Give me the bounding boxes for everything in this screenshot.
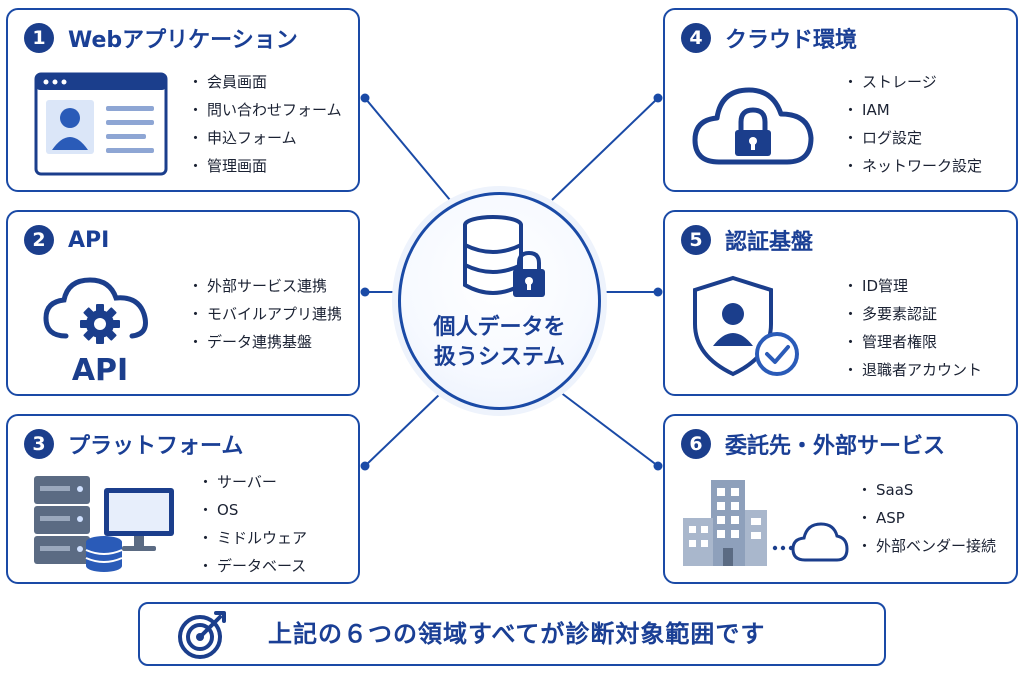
connector-6 [559,391,659,467]
list-item: ストレージ [843,68,982,96]
server-monitor-database-icon [34,476,174,572]
card-cloud-environment: 4 クラウド環境 ストレージ IAM ログ設定 ネットワーク設定 [663,8,1018,192]
card-title: クラウド環境 [725,28,858,53]
number-badge: 6 [681,429,711,459]
connector-dot-2 [360,287,370,297]
number-badge: 4 [681,23,711,53]
connector-dot-3 [360,461,370,471]
list-item: ID管理 [843,272,982,300]
center-label-line: 個人データを [433,315,566,340]
connector-dot-4 [653,93,663,103]
card-header: 1 Webアプリケーション [24,22,298,54]
card-external-services: 6 委託先・外部サービス SaaS ASP 外部ベンダー接続 [663,414,1018,584]
card-title: 認証基盤 [725,230,814,255]
connector-3 [364,391,443,467]
summary-banner: 上記の６つの領域すべてが診断対象範囲です [138,602,886,666]
card-title: API [68,227,110,253]
shield-user-check-icon [693,275,799,377]
list-item: ネットワーク設定 [843,152,982,180]
card-title: 委託先・外部サービス [725,434,946,459]
card-title: Webアプリケーション [68,28,298,53]
card-platform: 3 プラットフォーム サーバー OS ミドルウェア データベース [6,414,360,584]
cloud-gear-api-icon: API [43,277,148,384]
list-item: 管理者権限 [843,328,982,356]
card-header: 2 API [24,224,109,256]
connector-dot-1 [360,93,370,103]
list-item: 問い合わせフォーム [188,96,342,124]
connector-1 [364,97,451,201]
number-badge: 5 [681,225,711,255]
number-badge: 2 [24,225,54,255]
center-label-line: 扱うシステム [433,345,566,370]
building-cloud-icon [683,480,849,566]
list-item: ASP [857,504,996,532]
card-header: 6 委託先・外部サービス [681,428,945,460]
list-item: ミドルウェア [198,524,307,552]
card-items: 会員画面 問い合わせフォーム 申込フォーム 管理画面 [188,68,342,180]
card-authentication: 5 認証基盤 ID管理 多要素認証 管理者権限 退職者アカウント [663,210,1018,396]
card-items: ストレージ IAM ログ設定 ネットワーク設定 [843,68,982,180]
connector-dot-6 [653,461,663,471]
list-item: 外部サービス連携 [188,272,342,300]
list-item: 外部ベンダー接続 [857,532,996,560]
connector-4 [551,97,659,201]
target-arrow-icon [178,611,226,659]
list-item: OS [198,496,307,524]
card-header: 3 プラットフォーム [24,428,243,460]
card-web-application: 1 Webアプリケーション 会員画面 問い合わせフォーム 申込フォーム 管理画面 [6,8,360,192]
number-badge: 1 [24,23,54,53]
list-item: 退職者アカウント [843,356,982,384]
list-item: データベース [198,552,307,580]
banner-text: 上記の６つの領域すべてが診断対象範囲です [268,620,766,648]
center-hub: 個人データを 扱うシステム [398,192,601,410]
database-lock-icon [463,215,545,297]
card-items: 外部サービス連携 モバイルアプリ連携 データ連携基盤 [188,272,342,356]
cloud-lock-icon [692,87,814,165]
list-item: サーバー [198,468,307,496]
card-items: サーバー OS ミドルウェア データベース [198,468,307,580]
card-api: 2 API API 外部サービス連携 モバイルアプリ連携 データ連携基盤 [6,210,360,396]
list-item: モバイルアプリ連携 [188,300,342,328]
list-item: IAM [843,96,982,124]
card-header: 5 認証基盤 [681,224,813,256]
connector-dot-5 [653,287,663,297]
card-items: SaaS ASP 外部ベンダー接続 [857,476,996,560]
api-icon-label: API [72,353,128,384]
web-browser-user-icon [34,72,168,176]
number-badge: 3 [24,429,54,459]
list-item: 申込フォーム [188,124,342,152]
list-item: ログ設定 [843,124,982,152]
card-header: 4 クラウド環境 [681,22,857,54]
list-item: 管理画面 [188,152,342,180]
center-label: 個人データを 扱うシステム [401,313,598,373]
list-item: SaaS [857,476,996,504]
list-item: 多要素認証 [843,300,982,328]
list-item: 会員画面 [188,68,342,96]
list-item: データ連携基盤 [188,328,342,356]
card-items: ID管理 多要素認証 管理者権限 退職者アカウント [843,272,982,384]
card-title: プラットフォーム [68,434,244,459]
